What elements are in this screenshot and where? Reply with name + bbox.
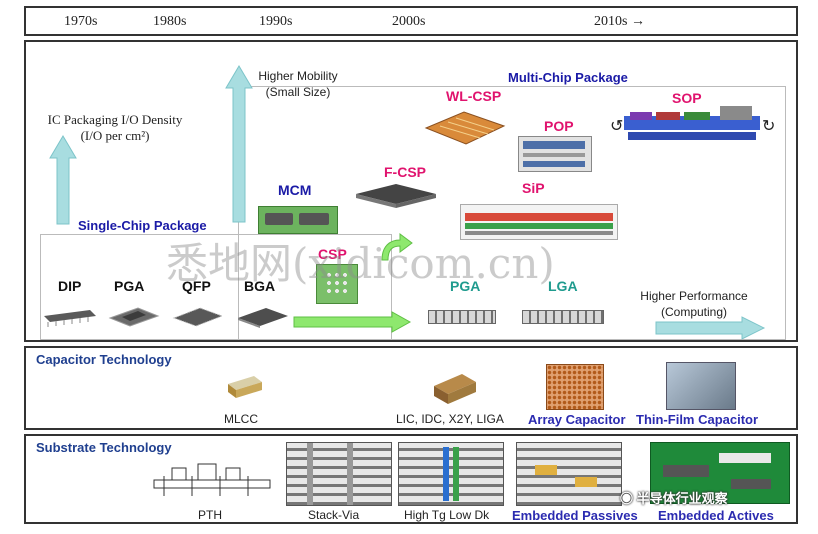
embedded-passives-icon <box>516 442 622 506</box>
mobility-arrow-icon <box>225 65 253 223</box>
era-2010s: 2010s → <box>594 14 645 29</box>
density-unit: (I/O per cm²) <box>80 128 150 143</box>
dip-label: DIP <box>58 278 82 294</box>
qfp-chip-icon <box>172 307 224 327</box>
csp-chip-icon <box>316 264 358 304</box>
sip-label: SiP <box>522 180 545 196</box>
era-1970s: 1970s <box>64 14 98 29</box>
sop-rotate-right-icon: ↻ <box>762 118 776 135</box>
wlcsp-label: WL-CSP <box>446 88 502 104</box>
lic-capacitor-icon <box>434 374 476 404</box>
pga-chip-icon <box>108 307 160 327</box>
hightg-substrate-icon <box>398 442 504 506</box>
single-chip-title: Single-Chip Package <box>78 218 207 233</box>
mobility-label: Higher Mobility <box>258 69 338 83</box>
pga-label: PGA <box>114 278 145 294</box>
single-chip-outline <box>40 234 392 340</box>
embedded-actives-label: Embedded Actives <box>658 508 774 523</box>
fcsp-label: F-CSP <box>384 164 426 180</box>
bga-chip-icon <box>238 308 288 328</box>
dip-chip-icon <box>44 310 96 327</box>
capacitor-title: Capacitor Technology <box>36 352 172 367</box>
density-label: IC Packaging I/O Density <box>47 112 183 127</box>
sop-rotate-left-icon: ↺ <box>610 118 624 135</box>
sop-board-icon <box>624 106 760 144</box>
lic-label: LIC, IDC, X2Y, LIGA <box>396 412 504 426</box>
pth-label: PTH <box>198 508 222 522</box>
packaging-panel: IC Packaging I/O Density (I/O per cm²) H… <box>24 40 798 342</box>
qfp-label: QFP <box>182 278 211 294</box>
embedded-passives-label: Embedded Passives <box>512 508 638 523</box>
bga-label: BGA <box>244 278 276 294</box>
pga-board-icon <box>428 310 496 324</box>
performance-label: Higher Performance <box>640 289 748 303</box>
performance-sub: (Computing) <box>660 305 728 319</box>
performance-arrow-icon <box>655 316 766 340</box>
density-arrow-icon <box>49 135 77 225</box>
pop-label: POP <box>544 118 574 134</box>
thinfilm-capacitor-icon <box>666 362 736 410</box>
wechat-label: 半导体行业观察 <box>636 491 728 506</box>
wechat-watermark: ◉ 半导体行业观察 <box>620 488 728 507</box>
mcm-module-icon <box>258 206 338 234</box>
thinfilm-capacitor-label: Thin-Film Capacitor <box>636 412 759 427</box>
pga-advanced-label: PGA <box>450 278 481 294</box>
era-2000s: 2000s <box>392 14 426 29</box>
lga-label: LGA <box>548 278 578 294</box>
timeline-bar: 1970s 1980s 1990s 2000s 2010s → <box>24 6 798 36</box>
mlcc-label: MLCC <box>224 412 259 426</box>
mlcc-capacitor-icon <box>228 376 262 398</box>
pth-substrate-icon <box>153 463 271 496</box>
wechat-icon: ◉ <box>620 491 634 506</box>
era-1990s: 1990s <box>259 14 293 29</box>
capacitor-panel: Capacitor Technology MLCC LIC, IDC, X2Y,… <box>24 346 798 430</box>
mcm-label: MCM <box>278 182 312 198</box>
stack-via-label: Stack-Via <box>308 508 360 522</box>
mobility-sub: (Small Size) <box>265 85 331 99</box>
sop-label: SOP <box>672 90 702 106</box>
array-capacitor-label: Array Capacitor <box>528 412 626 427</box>
pop-stack-icon <box>518 136 592 172</box>
watermark-text: 悉地网(xidicom.cn) <box>166 239 555 288</box>
lga-board-icon <box>522 310 604 324</box>
hightg-label: High Tg Low Dk <box>404 508 490 522</box>
csp-label: CSP <box>318 246 347 262</box>
wlcsp-chip-icon <box>424 111 506 145</box>
multi-chip-title: Multi-Chip Package <box>508 70 628 85</box>
era-1980s: 1980s <box>153 14 187 29</box>
fcsp-chip-icon <box>356 184 436 208</box>
array-capacitor-icon <box>546 364 604 410</box>
progress-arrow-icon <box>293 311 412 333</box>
substrate-panel: Substrate Technology PTH Stack-Via High … <box>24 434 798 524</box>
stack-via-substrate-icon <box>286 442 392 506</box>
curve-arrow-icon <box>381 233 413 261</box>
substrate-title: Substrate Technology <box>36 440 172 455</box>
embedded-actives-icon <box>650 442 790 504</box>
sip-module-icon <box>460 204 618 240</box>
